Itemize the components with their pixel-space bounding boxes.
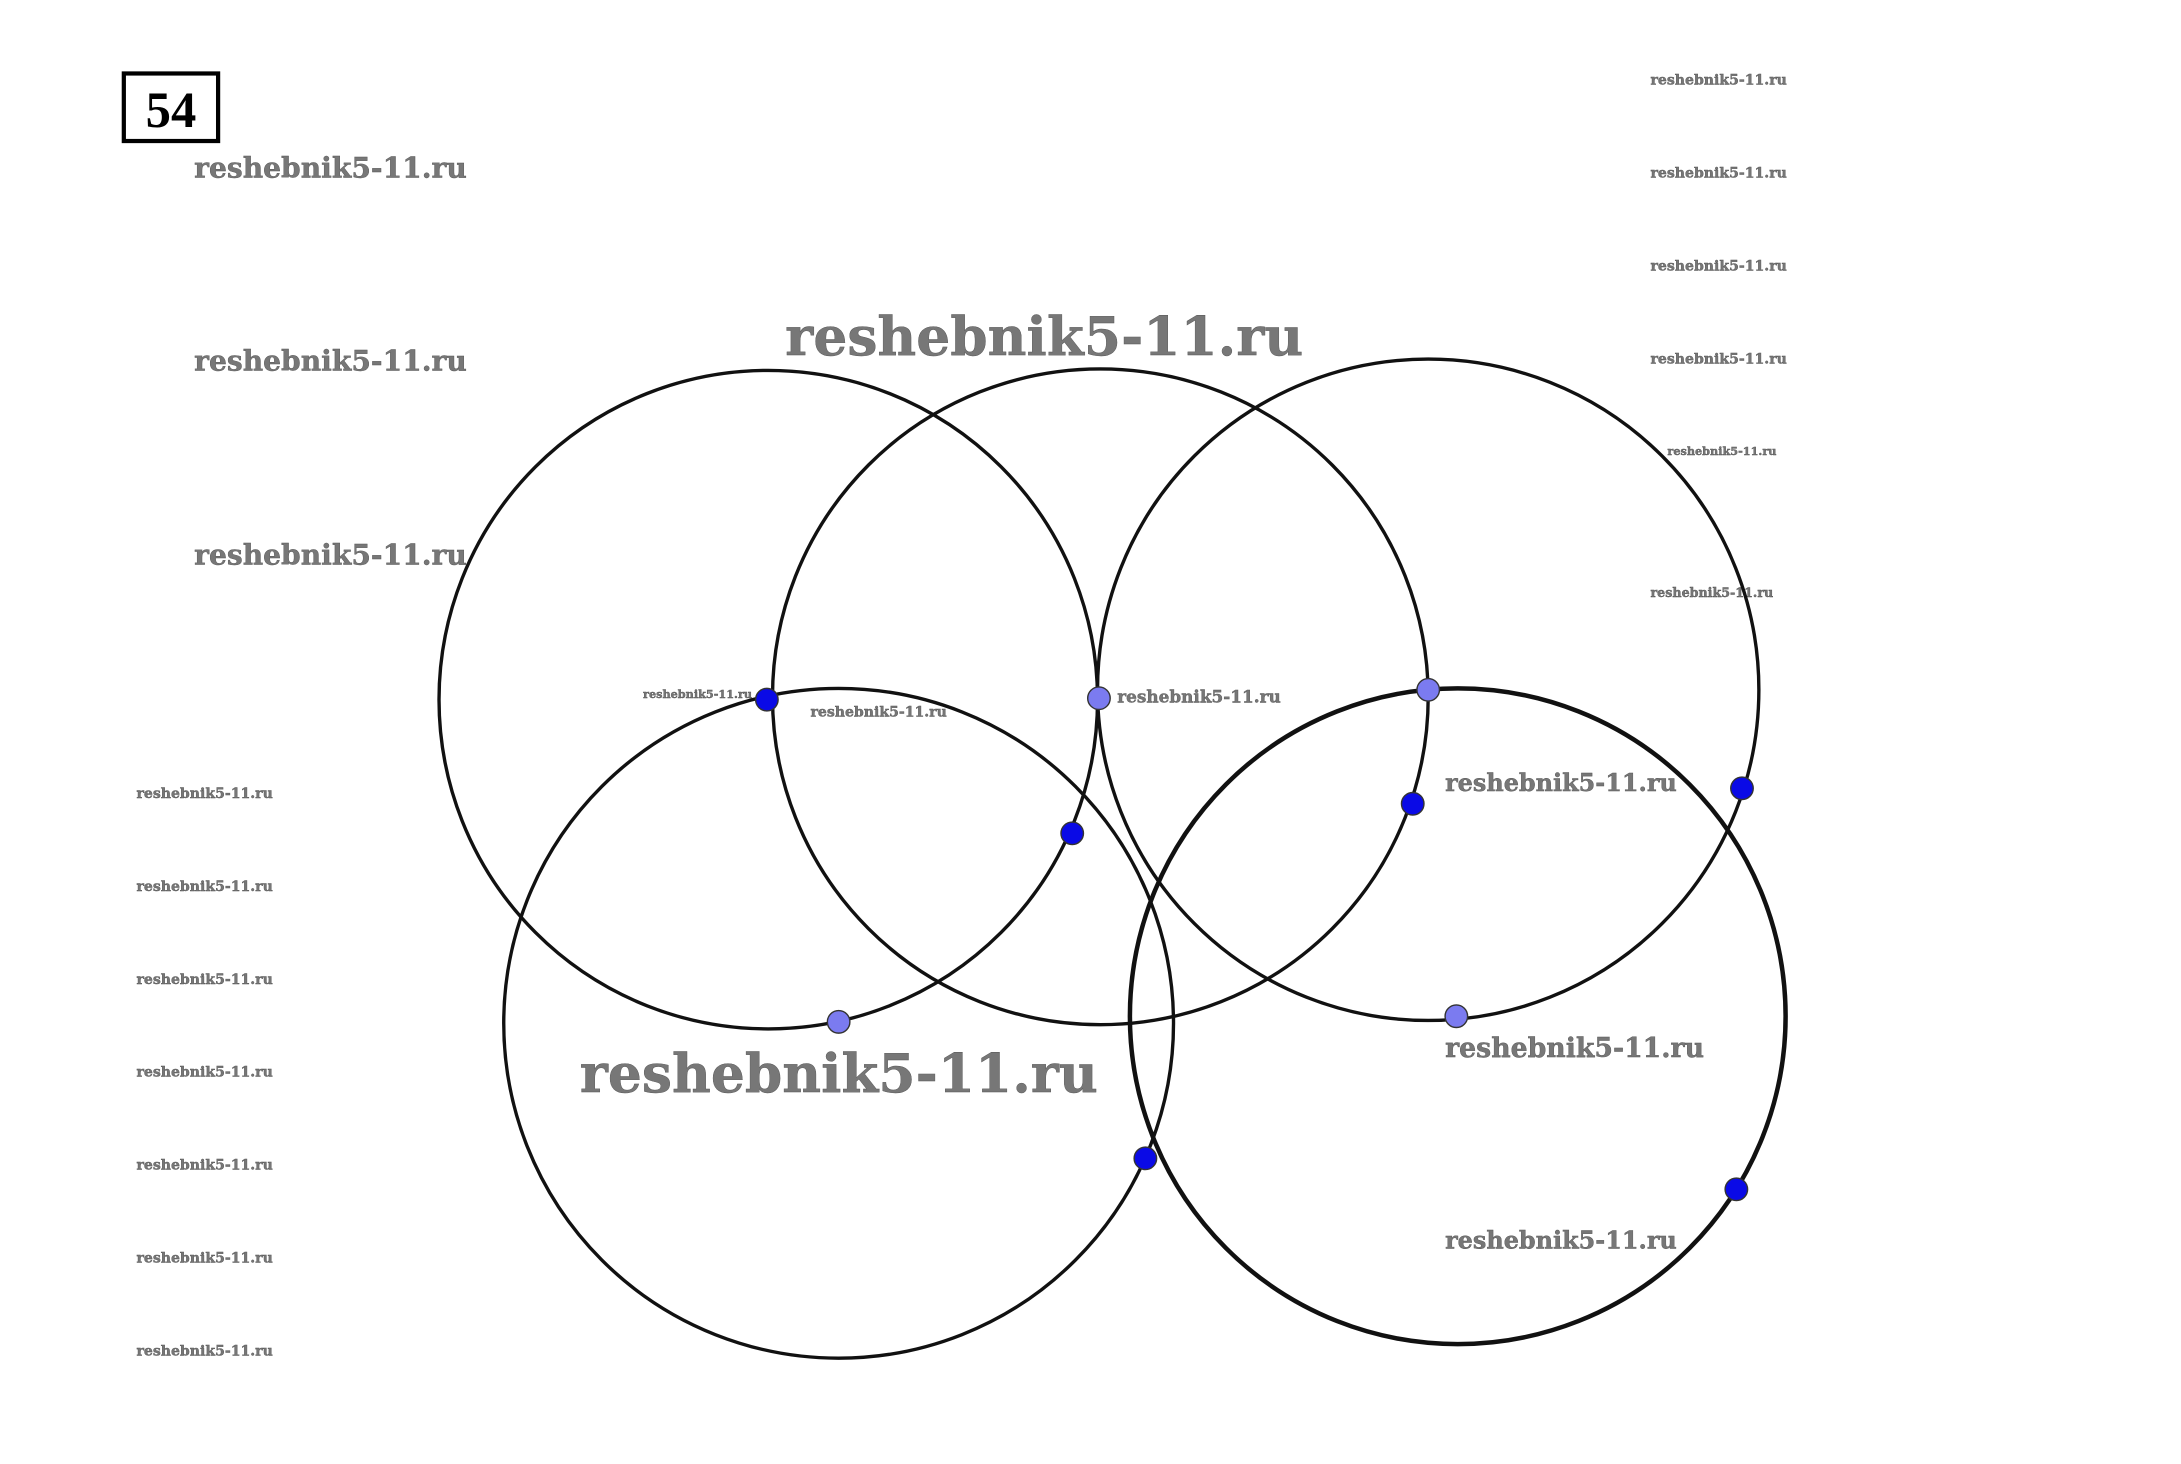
- point: [1060, 821, 1085, 846]
- watermark-text: reshebnik5-11.ru: [136, 879, 272, 895]
- watermark-text: reshebnik5-11.ru: [1117, 686, 1281, 706]
- watermark-text: reshebnik5-11.ru: [1445, 1226, 1677, 1254]
- watermark-text: reshebnik5-11.ru: [136, 1158, 272, 1174]
- watermark-text: reshebnik5-11.ru: [136, 1343, 272, 1359]
- watermark-text: reshebnik5-11.ru: [1651, 258, 1787, 274]
- circles: [437, 357, 1788, 1360]
- watermark-text: reshebnik5-11.ru: [136, 1250, 272, 1266]
- problem-number-box: 54: [121, 71, 221, 144]
- watermark-text: reshebnik5-11.ru: [136, 1065, 272, 1081]
- watermark-text: reshebnik5-11.ru: [1651, 351, 1787, 367]
- watermark-text: reshebnik5-11.ru: [580, 1042, 1098, 1105]
- point: [1400, 791, 1425, 816]
- point-center: [826, 1009, 851, 1034]
- point: [1730, 776, 1754, 801]
- circle-5: [1127, 686, 1788, 1347]
- watermark-text: reshebnik5-11.ru: [643, 687, 752, 701]
- point: [754, 687, 779, 712]
- points: [754, 677, 1754, 1202]
- point-center: [1086, 686, 1111, 711]
- point-center: [1416, 677, 1441, 702]
- point: [1724, 1177, 1749, 1202]
- watermark-text: reshebnik5-11.ru: [194, 344, 467, 377]
- watermark-text: reshebnik5-11.ru: [1667, 444, 1776, 458]
- point: [1133, 1146, 1158, 1171]
- watermark-text: reshebnik5-11.ru: [1445, 769, 1677, 797]
- watermarks: reshebnik5-11.ru reshebnik5-11.ru reshebni…: [136, 73, 1787, 1360]
- watermark-text: reshebnik5-11.ru: [194, 539, 467, 572]
- watermark-text: reshebnik5-11.ru: [810, 705, 946, 721]
- watermark-text: reshebnik5-11.ru: [1445, 1033, 1704, 1064]
- watermark-text: reshebnik5-11.ru: [1651, 73, 1787, 89]
- watermark-text: reshebnik5-11.ru: [136, 786, 272, 802]
- watermark-text: reshebnik5-11.ru: [136, 972, 272, 988]
- watermark-text: reshebnik5-11.ru: [1651, 585, 1774, 600]
- watermark-text: reshebnik5-11.ru: [194, 152, 467, 185]
- circle-4: [502, 686, 1176, 1360]
- watermark-text: reshebnik5-11.ru: [1651, 166, 1787, 182]
- point-center: [1444, 1004, 1469, 1029]
- watermark-text: reshebnik5-11.ru: [785, 305, 1303, 368]
- problem-number: 54: [146, 82, 197, 138]
